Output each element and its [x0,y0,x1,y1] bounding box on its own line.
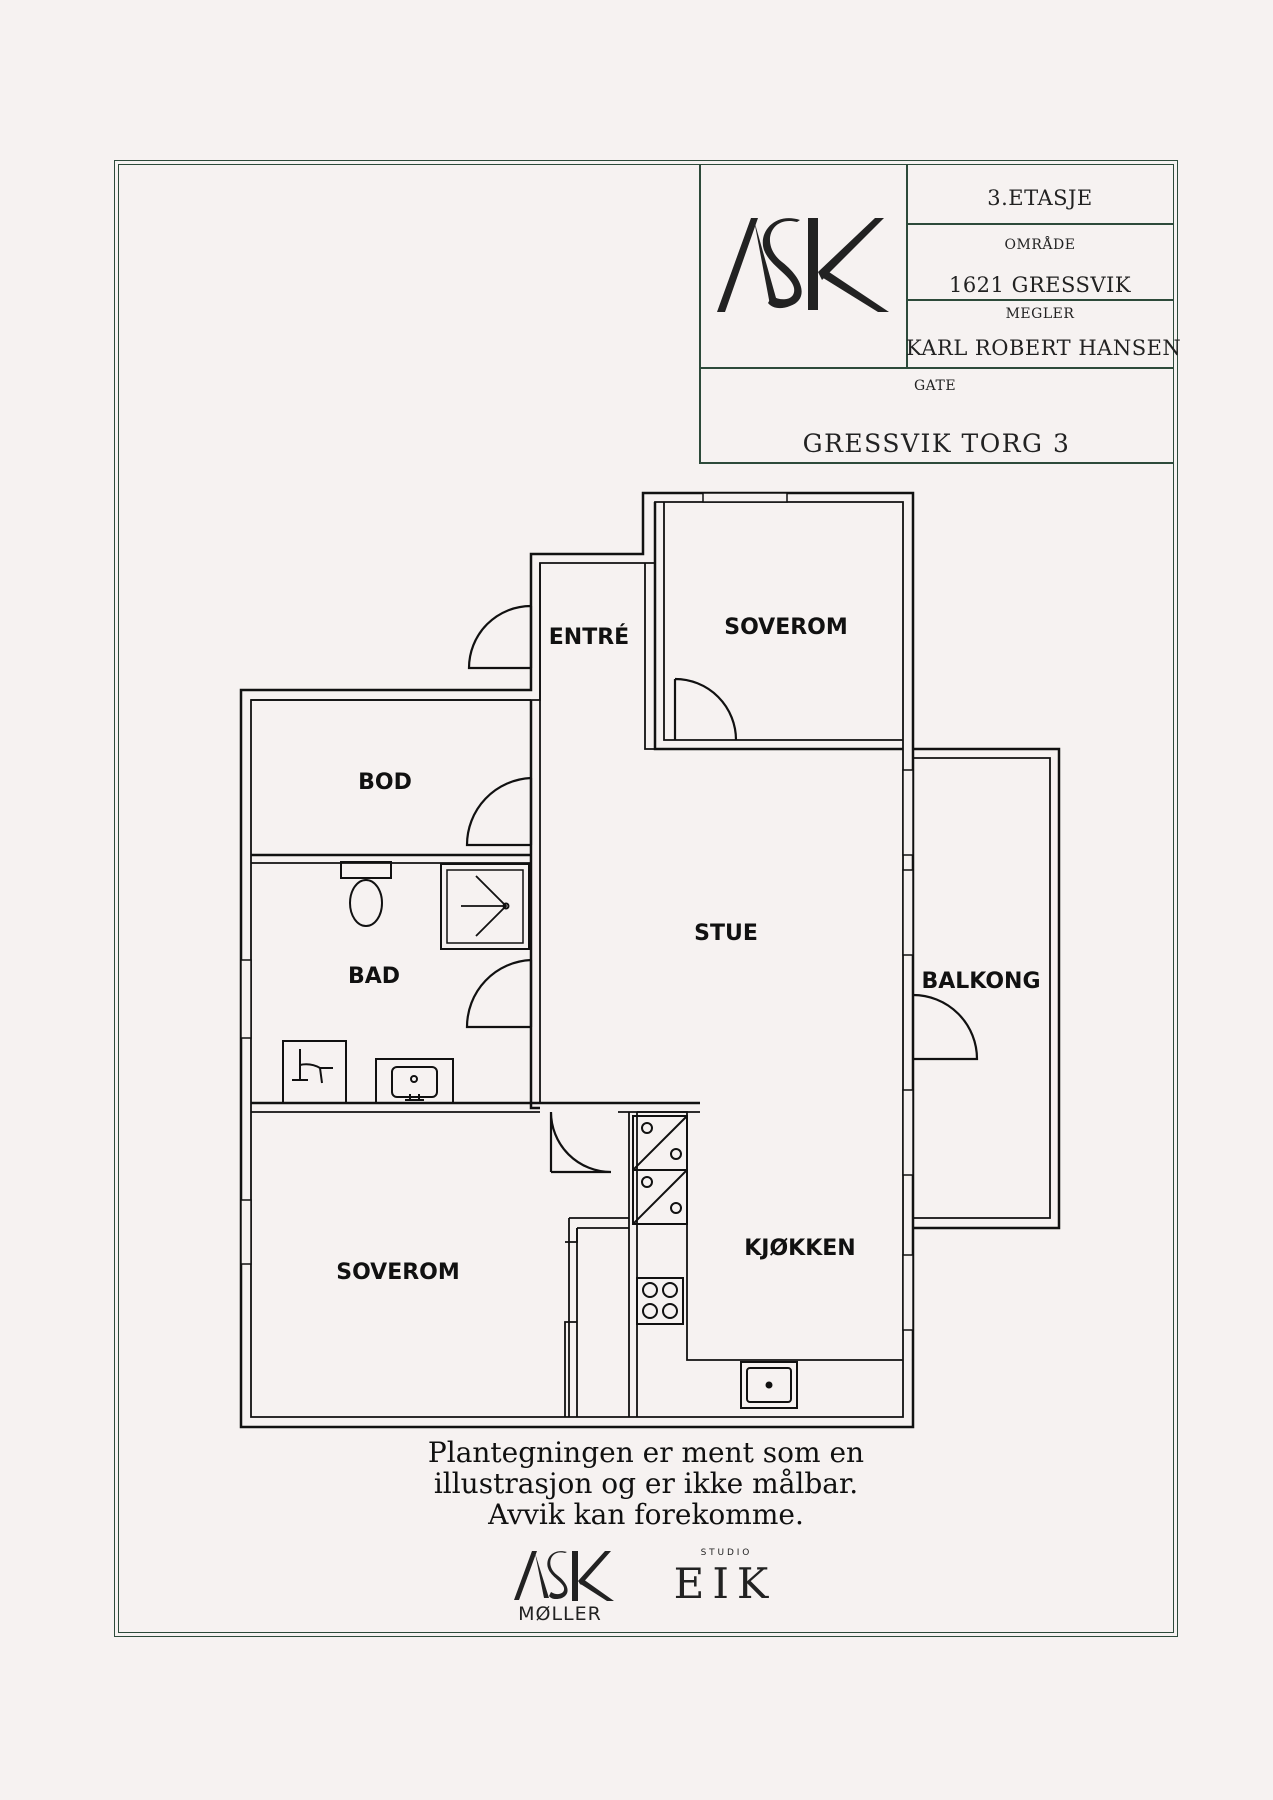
room-label-bod: BOD [358,770,412,795]
disclaimer: Plantegningen er ment som en illustrasjo… [386,1437,906,1530]
eik-text: EIK [674,1559,777,1608]
agent-value: KARL ROBERT HANSEN [906,336,1182,360]
ask-moller-logo: MØLLER [514,1551,614,1625]
room-label-balkong: BALKONG [921,969,1040,994]
room-label-entre: ENTRÉ [549,624,629,650]
disclaimer-line-2: illustrasjon og er ikke målbar. [433,1467,859,1500]
agent-label: MEGLER [1005,306,1075,322]
studio-eik-logo: S T U D I O EIK [674,1548,777,1608]
ask-moller-subtext: MØLLER [518,1603,602,1625]
page-frame-inner [118,164,1174,1633]
street-label: GATE [913,378,957,394]
room-label-stue: STUE [694,921,758,946]
room-label-kjokken: KJØKKEN [744,1236,855,1261]
page-frame-outer [114,160,1178,1637]
room-label-soverom-top: SOVEROM [724,615,848,640]
room-label-bad: BAD [348,964,400,989]
room-label-soverom-bottom: SOVEROM [336,1260,460,1285]
area-label: OMRÅDE [1004,237,1076,253]
disclaimer-line-1: Plantegningen er ment som en [427,1436,865,1469]
disclaimer-line-3: Avvik kan forekomme. [488,1498,804,1531]
area-value: 1621 GRESSVIK [948,273,1132,297]
floor-label: 3.ETASJE [987,186,1093,210]
street-value: GRESSVIK TORG 3 [802,429,1071,458]
studio-text: S T U D I O [701,1548,750,1558]
